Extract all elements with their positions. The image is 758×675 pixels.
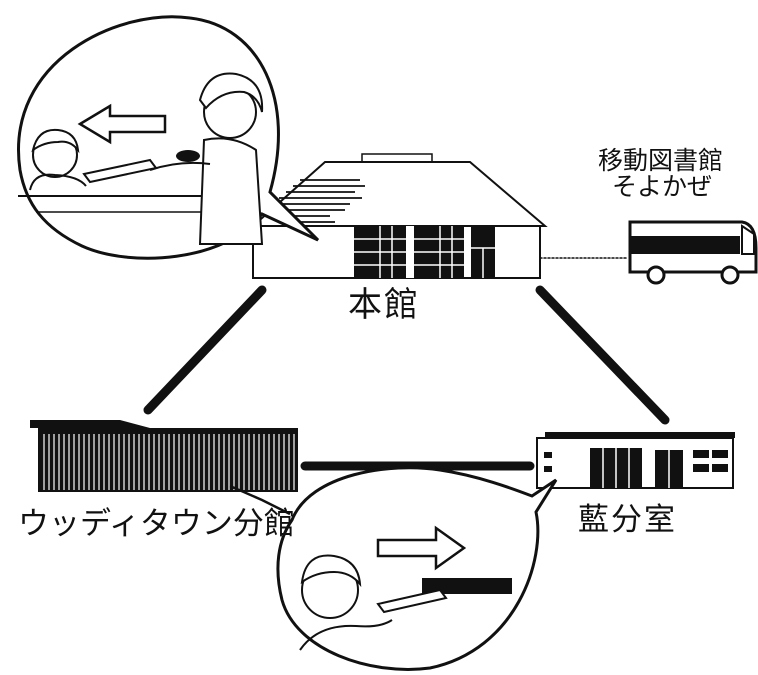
line-main-to-ai: [535, 285, 670, 425]
woody-town-branch-label: ウッディタウン分館: [18, 506, 295, 542]
ai-branch-room-label: 藍分室: [578, 502, 677, 538]
arrow-left-icon: [77, 103, 167, 145]
connection-lines: [143, 257, 670, 471]
arrow-right-icon: [376, 525, 467, 571]
mobile-library-label-line2: そよかぜ: [612, 172, 713, 201]
main-library-building: [250, 153, 548, 279]
mobile-library-label-line1: 移動図書館: [598, 146, 724, 175]
lending-scene-bubble: [17, 15, 320, 260]
main-library-label: 本館: [348, 285, 420, 325]
return-scene-bubble: [229, 466, 558, 671]
line-main-to-woody: [143, 285, 267, 415]
mobile-library-bus: [628, 220, 758, 285]
ai-branch-building: [536, 432, 735, 489]
woody-town-branch-building: [30, 420, 298, 492]
